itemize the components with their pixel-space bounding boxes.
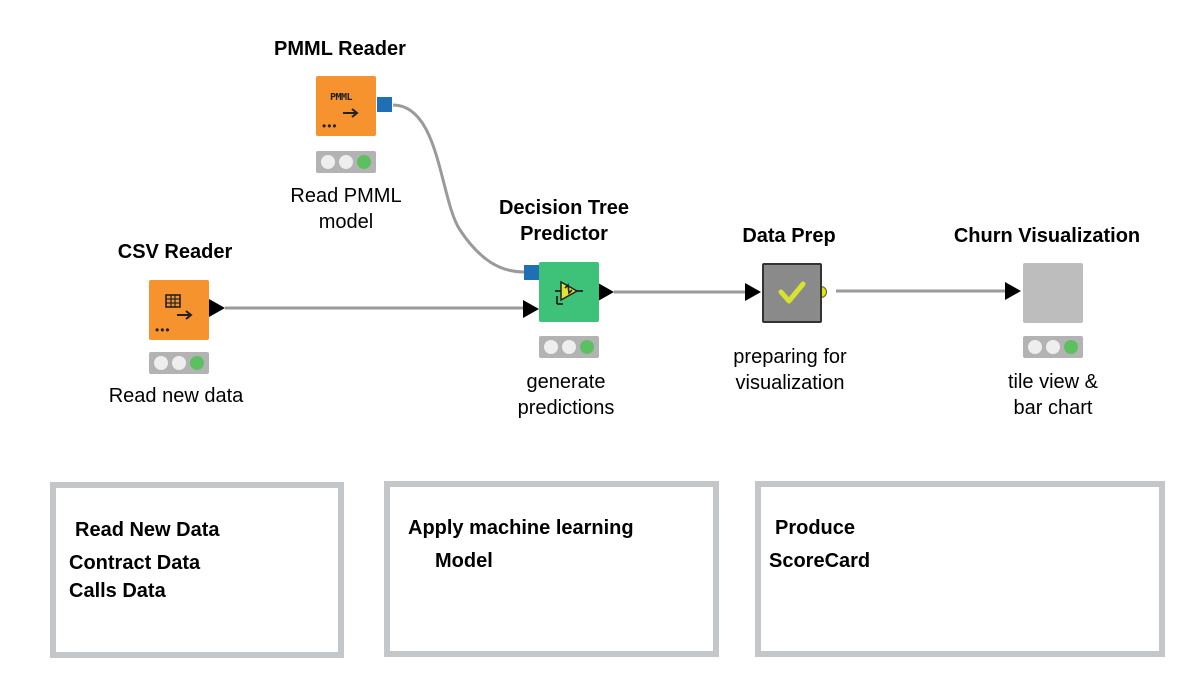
predictor-output-port[interactable]: [598, 283, 614, 301]
churn-input-port[interactable]: [1005, 282, 1021, 300]
annotation-apply-model[interactable]: Apply machine learning Model: [384, 481, 719, 657]
data-prep-title: Data Prep: [742, 225, 836, 247]
pmml-icon: PMML: [330, 92, 353, 103]
predictor-icon: [555, 280, 583, 305]
csv-reader-status: [149, 352, 209, 374]
dataprep-input-port[interactable]: [745, 283, 761, 301]
checkmark-icon: [778, 281, 806, 304]
pmml-output-port[interactable]: [377, 97, 392, 112]
annotation-line: Model: [435, 550, 493, 572]
annotation-line: Apply machine learning: [408, 517, 634, 539]
csv-reader-description: Read new data: [108, 385, 244, 407]
churn-visualization-status: [1023, 336, 1083, 358]
table-arrow-icon: [165, 294, 193, 320]
decision-tree-predictor-title: Decision Tree Predictor: [498, 197, 630, 245]
decision-tree-predictor-description: generate predictions: [517, 371, 615, 419]
predictor-model-input-port[interactable]: [524, 265, 539, 280]
arrow-right-icon: [343, 108, 359, 118]
data-prep-description: preparing for visualization: [733, 346, 847, 394]
churn-visualization-description: tile view & bar chart: [1007, 371, 1099, 419]
connection-pmml-to-predictor[interactable]: [392, 103, 525, 274]
data-prep-metanode[interactable]: [762, 263, 822, 323]
csv-output-port[interactable]: [209, 299, 225, 317]
csv-reader-node[interactable]: •••: [149, 280, 209, 340]
annotation-read-new-data[interactable]: Read New Data Contract Data Calls Data: [50, 482, 344, 658]
annotation-produce-scorecard[interactable]: Produce ScoreCard: [755, 481, 1165, 657]
annotation-line: Read New Data: [75, 519, 220, 541]
pmml-reader-node[interactable]: PMML •••: [316, 76, 376, 136]
decision-tree-predictor-status: [539, 336, 599, 358]
churn-visualization-node[interactable]: [1023, 263, 1083, 323]
decision-tree-predictor-node[interactable]: [539, 262, 599, 322]
pmml-reader-status: [316, 151, 376, 173]
csv-reader-title: CSV Reader: [117, 241, 233, 263]
pmml-reader-description: Read PMML model: [290, 185, 402, 233]
predictor-data-input-port[interactable]: [523, 300, 539, 318]
pmml-reader-title: PMML Reader: [274, 38, 406, 60]
annotation-line: Contract Data: [69, 552, 201, 574]
annotation-line: ScoreCard: [769, 550, 871, 572]
annotation-line: Produce: [775, 517, 856, 539]
ellipsis-icon: •••: [322, 119, 338, 133]
ellipsis-icon: •••: [155, 323, 171, 337]
churn-visualization-title: Churn Visualization: [953, 225, 1141, 247]
annotation-line: Calls Data: [69, 580, 166, 602]
